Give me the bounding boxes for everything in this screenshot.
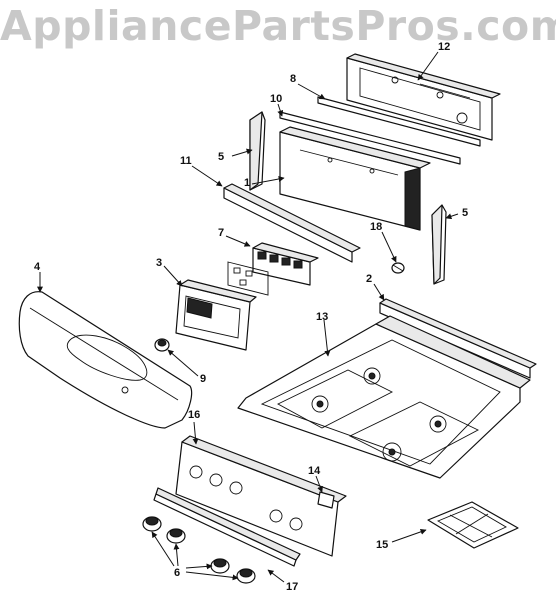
trim-part-17 [153, 487, 301, 567]
callout-5-left: 5 [218, 151, 224, 163]
callout-18: 18 [370, 221, 382, 233]
callout-12: 12 [438, 41, 450, 53]
display-panel-part-3 [175, 279, 257, 351]
control-board-part-7 [227, 242, 319, 296]
callout-16: 16 [188, 409, 200, 421]
callout-8: 8 [290, 73, 296, 85]
callout-9: 9 [200, 373, 206, 385]
watermark: AppliancePartsPros.com [0, 2, 556, 50]
callout-4: 4 [34, 261, 41, 273]
backguard-part-1 [279, 126, 431, 231]
manifold-panel-part-16 [175, 435, 347, 557]
clip-part-9 [154, 338, 170, 352]
leader-lines [37, 51, 459, 583]
callout-3: 3 [156, 257, 162, 269]
callout-2: 2 [366, 273, 372, 285]
callout-10: 10 [270, 93, 282, 105]
knobs-part-6 [142, 516, 256, 584]
cooktop-part-13 [237, 315, 531, 479]
end-cap-right-part-5 [431, 204, 447, 285]
trim-strip-part-8 [317, 96, 481, 147]
callout-14: 14 [308, 465, 321, 477]
clip-part-18 [391, 262, 405, 274]
callout-11: 11 [180, 155, 192, 167]
burner-grate-part-15 [427, 501, 519, 549]
control-panel-part-4 [18, 291, 193, 429]
callout-6: 6 [174, 567, 180, 579]
end-cap-left-part-5 [249, 111, 266, 191]
bracket-part-11 [223, 183, 361, 263]
callout-labels: 12 8 10 5 1 11 5 7 18 3 2 4 9 13 16 14 1… [34, 41, 468, 593]
callout-1: 1 [244, 177, 250, 189]
callout-13: 13 [316, 311, 328, 323]
switch-part-14 [317, 491, 335, 509]
callout-15: 15 [376, 539, 388, 551]
callout-7: 7 [218, 227, 224, 239]
callout-5-right: 5 [462, 207, 468, 219]
callout-17: 17 [286, 581, 298, 593]
rear-trim-part-2 [379, 298, 537, 379]
